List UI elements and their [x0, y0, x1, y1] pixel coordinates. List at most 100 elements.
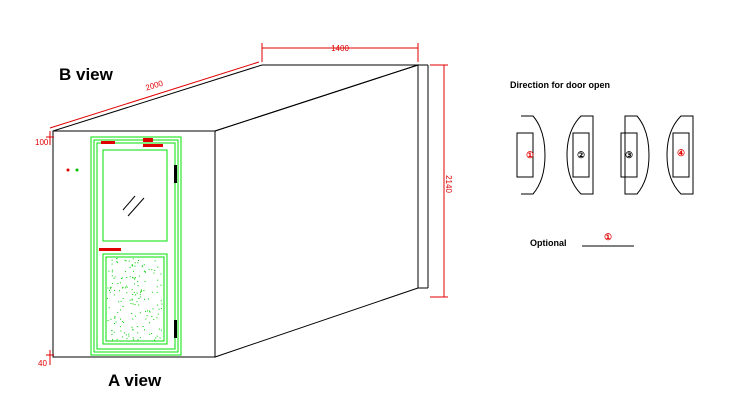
speckle [151, 333, 153, 334]
speckle [111, 334, 113, 335]
glass-mark-1 [122, 195, 136, 211]
speckle [160, 329, 162, 331]
speckle [129, 266, 131, 268]
speckle [129, 276, 131, 278]
speckle [146, 315, 148, 317]
speckle [131, 288, 133, 290]
speckle [112, 339, 113, 341]
door-option-4-swing [666, 115, 694, 195]
speckle [115, 321, 117, 323]
speckle [149, 333, 151, 335]
speckle [133, 339, 135, 341]
speckle [151, 316, 153, 317]
speckle [111, 275, 113, 277]
speckle [111, 283, 113, 284]
speckle [107, 297, 108, 299]
speckle [131, 299, 133, 301]
speckle [117, 282, 119, 284]
speckle [124, 259, 126, 261]
door-option-3-swing [624, 115, 650, 195]
speckle [148, 268, 150, 270]
speckle [157, 304, 159, 306]
speckle [131, 264, 133, 266]
speckle [122, 322, 124, 324]
speckle [126, 286, 128, 288]
speckle [133, 292, 135, 293]
door-option-2-frame [572, 132, 590, 178]
speckle [117, 311, 119, 313]
door-option-1 [516, 115, 546, 195]
door-option-3 [620, 115, 650, 195]
speckle [128, 333, 130, 335]
direction-title: Direction for door open [510, 80, 610, 90]
speckle [137, 262, 139, 264]
speckle [137, 326, 139, 328]
door-option-4-frame [672, 132, 690, 178]
speckle [111, 259, 113, 261]
speckle [107, 320, 109, 321]
dim-bottom-label: 40 [38, 359, 47, 368]
door-frame-mid [93, 139, 179, 353]
speckle [114, 276, 116, 278]
speckle [158, 328, 160, 330]
speckle [122, 286, 124, 288]
speckle [121, 336, 123, 338]
b-view-label: B view [59, 65, 114, 84]
dim-top-label: 100 [35, 138, 49, 147]
door-hardware [99, 138, 163, 251]
speckle [138, 298, 140, 299]
speckle [141, 265, 143, 267]
door-frame-inner [96, 142, 176, 350]
speckle [113, 331, 115, 333]
speckle [132, 270, 134, 272]
speckle [132, 303, 134, 305]
speckle [143, 290, 145, 292]
speckle [134, 277, 136, 279]
speckle [144, 281, 146, 282]
speckle [118, 301, 120, 303]
door-lower-panel-inner [105, 256, 165, 342]
speckle [144, 298, 146, 300]
speckle [159, 337, 161, 339]
speckle [154, 260, 156, 262]
speckle [125, 271, 126, 273]
door-option-2 [566, 115, 594, 195]
speckle [143, 270, 145, 272]
hinge-top [174, 165, 177, 183]
speckle [139, 296, 141, 298]
speckle [120, 330, 122, 332]
speckle [149, 311, 151, 313]
speckle [160, 284, 162, 286]
speckle [153, 272, 155, 274]
speckle [152, 308, 154, 310]
door-window [102, 149, 168, 242]
speckle [126, 277, 128, 278]
speckle [108, 307, 110, 309]
speckle [110, 318, 112, 320]
speckle [129, 299, 131, 301]
speckle [111, 271, 113, 273]
speckle [140, 290, 142, 292]
door-option-4-number: ④ [677, 148, 685, 158]
speckle [111, 269, 113, 271]
speckle [119, 290, 120, 292]
door-lower-panel [102, 253, 168, 345]
door-option-1-swing [521, 115, 546, 195]
speckle [137, 285, 139, 287]
door-option-1-frame [516, 132, 534, 178]
speckle [151, 291, 153, 293]
speckle [134, 304, 136, 305]
speckle [137, 339, 139, 341]
speckle [135, 294, 137, 296]
speckle [131, 265, 133, 267]
cabinet-outline [52, 64, 429, 358]
speckle [139, 312, 141, 314]
speckle [138, 260, 140, 261]
speckle [109, 289, 110, 291]
speckle [155, 337, 157, 339]
speckle [138, 275, 140, 277]
marker-dot-red [66, 168, 70, 172]
speckle [128, 335, 130, 337]
speckle [151, 269, 153, 271]
